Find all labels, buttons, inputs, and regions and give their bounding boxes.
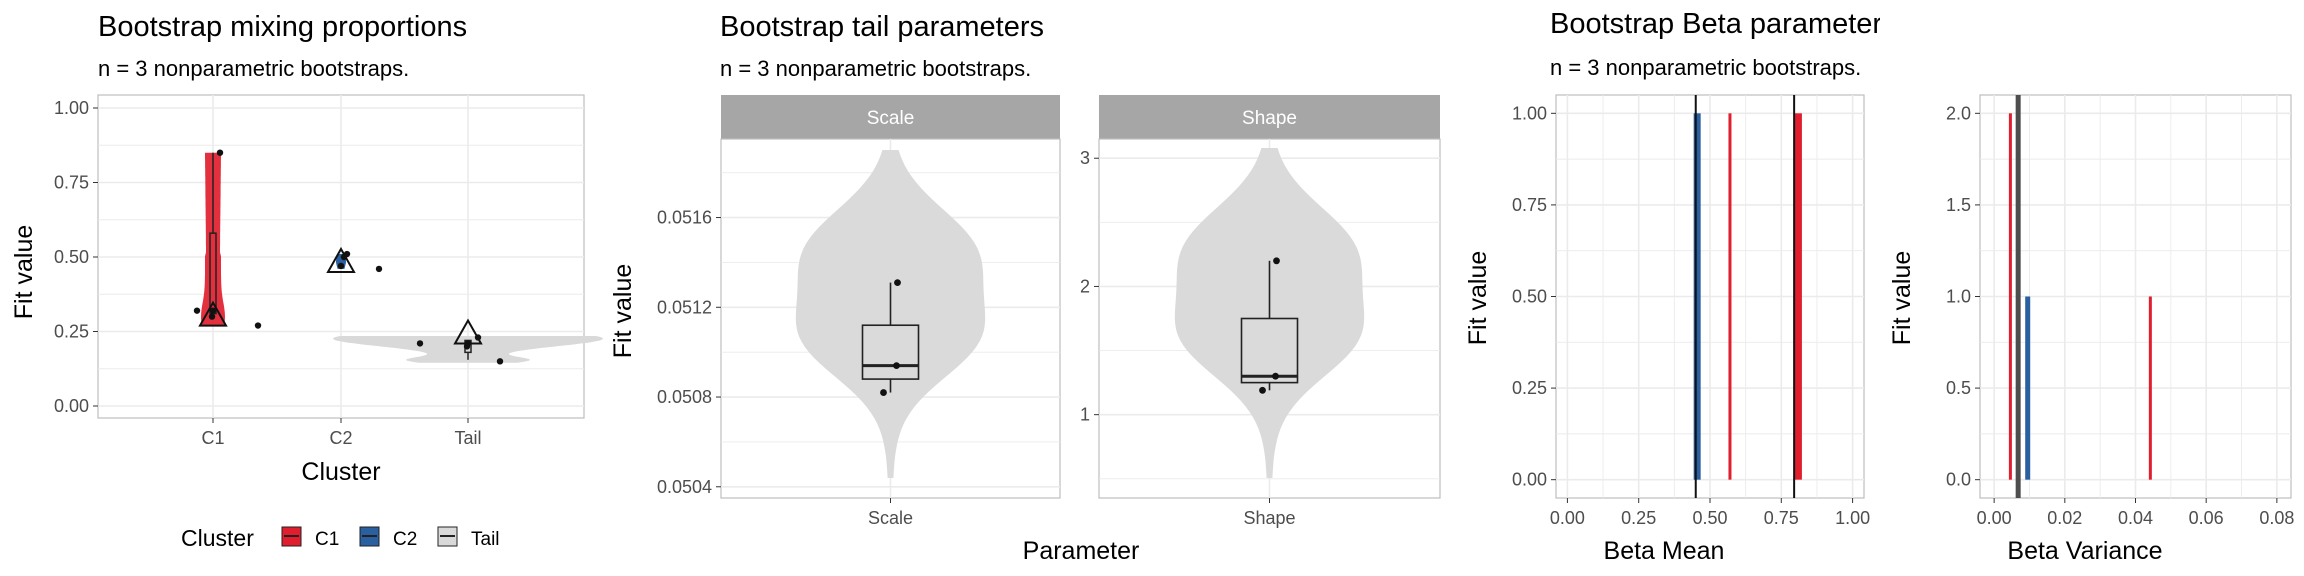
legend-key-c1 bbox=[281, 526, 302, 547]
panel1-legend: Cluster C1 C2 Tail bbox=[181, 525, 500, 551]
panel3-subtitle: n = 3 nonparametric bootstraps. bbox=[1550, 55, 1862, 80]
panel3-title: Bootstrap Beta parameters bbox=[1550, 8, 1880, 40]
panel2-ytick-label: 2 bbox=[1080, 276, 1090, 296]
panel1-xtick-label: Tail bbox=[454, 428, 481, 448]
panel2-plot: Scale0.05040.05080.05120.0516ScaleShape1… bbox=[657, 95, 1441, 528]
jittered-point bbox=[375, 265, 383, 273]
panel1-title: Bootstrap mixing proportions bbox=[98, 11, 467, 43]
panel2-ytick-label: 0.0512 bbox=[657, 297, 712, 317]
panel2-xtick-label: Scale bbox=[868, 508, 913, 528]
panel2-ytick-label: 1 bbox=[1080, 405, 1090, 425]
point-estimate-triangle bbox=[198, 300, 228, 327]
bootstrap-point bbox=[337, 262, 345, 270]
panel2-ytick-label: 0.0516 bbox=[657, 208, 712, 228]
bootstrap-point bbox=[209, 307, 217, 314]
panel1-ytick-label: 0.00 bbox=[54, 396, 89, 416]
legend-key-c2 bbox=[359, 526, 380, 547]
param-point bbox=[880, 389, 887, 396]
bootstrap-point bbox=[343, 250, 351, 258]
panel1-ytick-label: 1.00 bbox=[54, 98, 89, 118]
legend-label-c2: C2 bbox=[393, 529, 417, 550]
param-point bbox=[1259, 386, 1266, 394]
param-point bbox=[894, 279, 901, 286]
panel2-ytick-label: 3 bbox=[1080, 148, 1090, 168]
facet-strip-label: Shape bbox=[1242, 108, 1297, 129]
facet-strip bbox=[1099, 95, 1440, 139]
legend-label-c1: C1 bbox=[315, 529, 339, 550]
panel2-subtitle: n = 3 nonparametric bootstraps. bbox=[720, 56, 1031, 81]
point-estimate-triangle bbox=[326, 246, 356, 273]
bootstrap-point bbox=[208, 313, 216, 320]
panel2-ytick-label: 0.0508 bbox=[657, 387, 712, 407]
legend-key-tail bbox=[437, 526, 458, 547]
panel2-xlabel: Parameter bbox=[1023, 537, 1140, 565]
legend-label-tail: Tail bbox=[471, 529, 500, 550]
bootstrap-point bbox=[463, 343, 471, 350]
c1-violin bbox=[201, 152, 225, 326]
panel2-ylabel: Fit value bbox=[609, 264, 637, 358]
bootstrap-point bbox=[474, 334, 482, 341]
panel1-xtick-label: C1 bbox=[201, 428, 224, 448]
panel2-xtick-label: Shape bbox=[1243, 508, 1295, 528]
panel1-xlabel: Cluster bbox=[301, 458, 380, 486]
jittered-point bbox=[416, 340, 424, 347]
panel1-ytick-label: 0.75 bbox=[54, 173, 89, 193]
panel1-xtick-label: C2 bbox=[329, 428, 352, 448]
panel1-ylabel: Fit value bbox=[10, 225, 38, 319]
panel2-title: Bootstrap tail parameters bbox=[720, 11, 1044, 43]
param-point bbox=[893, 362, 900, 370]
panel3-title-clip: Bootstrap Beta parameters n = 3 nonparam… bbox=[1550, 0, 1880, 95]
jittered-point bbox=[254, 322, 262, 329]
facet-strip bbox=[721, 95, 1060, 139]
jittered-point bbox=[193, 307, 201, 314]
panel1-ytick-label: 0.25 bbox=[54, 322, 89, 342]
panel1-ytick-label: 0.50 bbox=[54, 247, 89, 267]
legend-title: Cluster bbox=[181, 525, 254, 551]
param-point bbox=[1273, 257, 1280, 265]
jittered-point bbox=[496, 358, 504, 365]
param-point bbox=[1272, 372, 1279, 380]
facet-strip-label: Scale bbox=[867, 108, 915, 129]
param-box bbox=[1240, 317, 1299, 384]
panel2-ytick-label: 0.0504 bbox=[657, 477, 712, 497]
param-box bbox=[861, 324, 920, 380]
panel1-subtitle: n = 3 nonparametric bootstraps. bbox=[98, 56, 409, 81]
bootstrap-point bbox=[216, 149, 224, 156]
